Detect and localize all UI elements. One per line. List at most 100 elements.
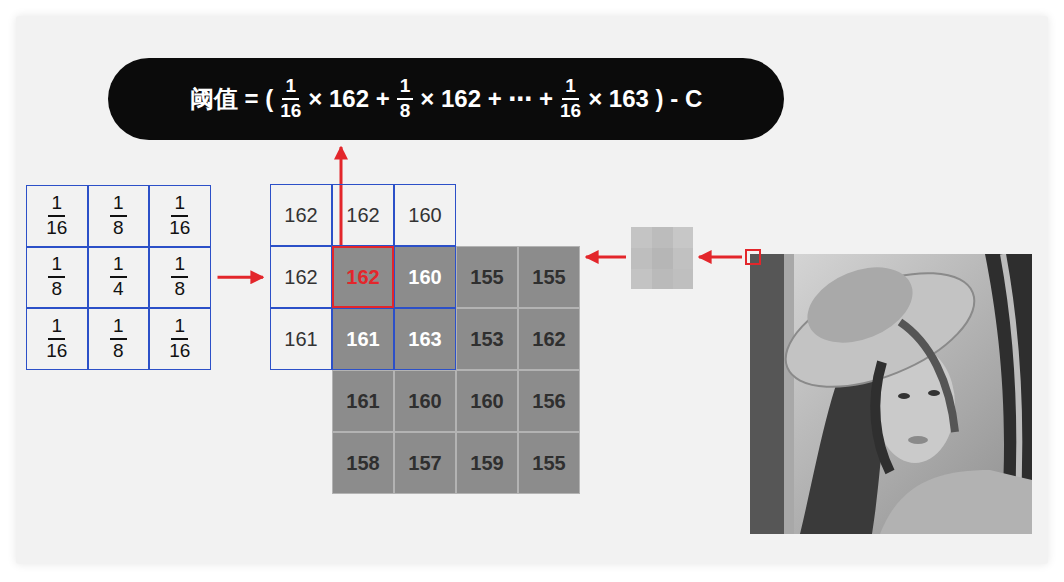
- pixel-value: 160: [408, 266, 441, 289]
- fraction-denominator: 8: [400, 100, 411, 122]
- zoom-arrow: [699, 256, 742, 259]
- pixel-value: 161: [284, 328, 317, 351]
- formula-text: × 163 ) - C: [588, 85, 702, 113]
- fraction-denominator: 16: [169, 340, 190, 362]
- text-group: 160: [408, 390, 441, 413]
- pixel-value: 162: [284, 204, 317, 227]
- pixel-cell: 162: [332, 246, 394, 308]
- patch-pixel: [631, 227, 652, 248]
- pixel-value: 153: [470, 328, 503, 351]
- patch-pixel: [652, 248, 673, 269]
- pixel-cell: 162: [332, 184, 394, 246]
- text-group: 162: [284, 266, 317, 289]
- patch-pixel: [652, 227, 673, 248]
- photo-frame: [784, 254, 794, 534]
- arrow-connector: [340, 147, 343, 246]
- photo-hat-crown: [796, 254, 923, 357]
- fraction: 18: [397, 76, 414, 122]
- text-row: 155: [532, 266, 565, 289]
- text-group: 162: [346, 266, 379, 289]
- text-row: 160: [408, 266, 441, 289]
- pixel-cell: 155: [518, 432, 580, 494]
- text-row: 161: [346, 328, 379, 351]
- pixel-cell: 162: [270, 184, 332, 246]
- text-row: 161: [284, 328, 317, 351]
- pixel-value: 163: [408, 328, 441, 351]
- text-group: 160: [470, 390, 503, 413]
- kernel-cell: 116: [149, 308, 211, 370]
- kernel-cell: 116: [149, 185, 211, 247]
- text-group: 160: [408, 204, 441, 227]
- text-row: 155: [470, 266, 503, 289]
- text-group: 161: [284, 328, 317, 351]
- pixel-value: 155: [532, 266, 565, 289]
- text-row: 159: [470, 452, 503, 475]
- fraction: 14: [110, 254, 127, 300]
- sample-marker: [746, 250, 760, 264]
- fraction: 116: [280, 76, 301, 122]
- fraction-denominator: 16: [560, 100, 581, 122]
- formula-text: 阈值 = (: [190, 83, 273, 115]
- pixel-cell: 161: [332, 308, 394, 370]
- text-row: 163: [408, 328, 441, 351]
- text-group: 162: [284, 204, 317, 227]
- pixel-cell: 155: [518, 246, 580, 308]
- fraction: 116: [169, 316, 190, 362]
- fraction: 116: [46, 193, 67, 239]
- text-row: 18: [110, 193, 127, 239]
- pixel-cell: 162: [270, 246, 332, 308]
- text-group: 阈值 = (: [190, 83, 273, 115]
- text-group: 159: [470, 452, 503, 475]
- kernel-cell: 18: [26, 247, 88, 309]
- pixel-value: 155: [470, 266, 503, 289]
- pixel-value: 160: [408, 204, 441, 227]
- fraction-numerator: 1: [397, 76, 414, 100]
- text-group: × 162 +: [308, 85, 389, 113]
- text-group: 157: [408, 452, 441, 475]
- photo-frame: [750, 254, 784, 534]
- patch-pixel: [673, 227, 693, 248]
- text-row: 18: [48, 254, 65, 300]
- fraction-numerator: 1: [48, 193, 65, 217]
- kernel-cell: 18: [88, 308, 150, 370]
- pixel-cell: 156: [518, 370, 580, 432]
- fraction-numerator: 1: [110, 193, 127, 217]
- pixel-cell: 155: [456, 246, 518, 308]
- pixel-value: 162: [284, 266, 317, 289]
- pixel-value: 160: [408, 390, 441, 413]
- text-group: 162: [346, 204, 379, 227]
- fraction: 116: [169, 193, 190, 239]
- text-row: 162: [346, 204, 379, 227]
- fraction-denominator: 16: [46, 217, 67, 239]
- fraction-denominator: 8: [51, 278, 62, 300]
- photo-eye: [928, 390, 940, 396]
- pixel-cell: 162: [518, 308, 580, 370]
- pixel-value: 160: [470, 390, 503, 413]
- zoom-arrow: [586, 256, 626, 259]
- patch-pixel: [631, 248, 652, 269]
- text-row: 161: [346, 390, 379, 413]
- kernel-cell: 116: [26, 308, 88, 370]
- text-row: 116: [169, 193, 190, 239]
- text-row: 155: [532, 452, 565, 475]
- patch-pixel: [673, 269, 693, 289]
- text-group: 155: [532, 452, 565, 475]
- arrow-connector: [218, 276, 264, 279]
- text-row: 18: [110, 316, 127, 362]
- text-group: 162: [532, 328, 565, 351]
- text-group: × 163 ) - C: [588, 85, 702, 113]
- pixel-value: 157: [408, 452, 441, 475]
- text-row: 156: [532, 390, 565, 413]
- text-row: 157: [408, 452, 441, 475]
- pixel-value: 155: [532, 452, 565, 475]
- pixel-value: 162: [346, 266, 379, 289]
- pixel-value: 161: [346, 390, 379, 413]
- fraction-denominator: 16: [280, 100, 301, 122]
- text-row: 160: [408, 204, 441, 227]
- patch-pixel: [652, 269, 673, 289]
- fraction: 116: [46, 316, 67, 362]
- fraction-denominator: 16: [169, 217, 190, 239]
- photo-feather: [900, 322, 955, 432]
- zoomed-patch: [631, 227, 693, 289]
